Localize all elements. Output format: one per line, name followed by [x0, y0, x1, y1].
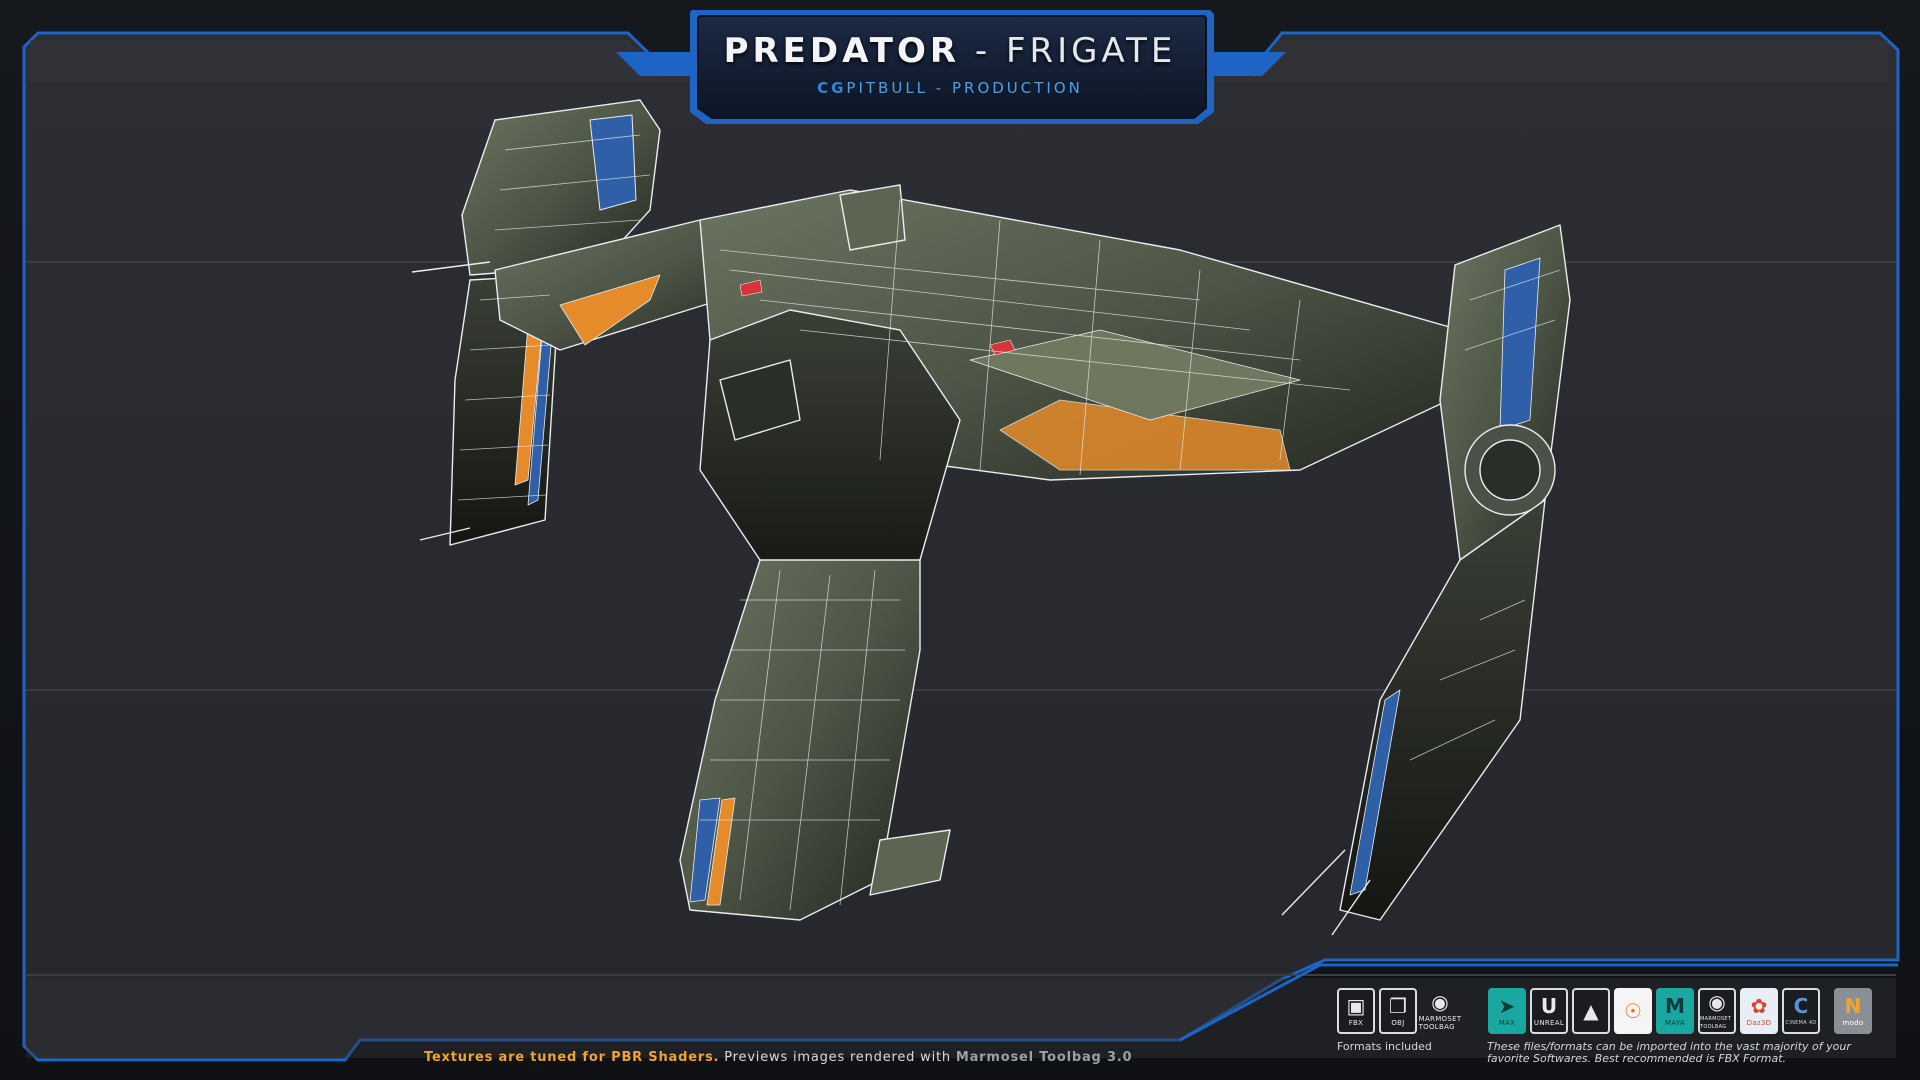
title-plate: PREDATOR - FRIGATE CGPITBULL - PRODUCTIO… [690, 8, 1210, 126]
page-subtitle: CGPITBULL - PRODUCTION [817, 79, 1083, 97]
blender-icon: ☉ [1614, 988, 1652, 1034]
software-compat-note: These files/formats can be imported into… [1487, 1040, 1851, 1065]
obj-file-icon: ❐OBJ [1379, 988, 1417, 1034]
title-ship-class: FRIGATE [1005, 31, 1177, 71]
page-title: PREDATOR - FRIGATE [724, 31, 1177, 71]
unity-icon: ▲ [1572, 988, 1610, 1034]
daz3d-icon: ✿Daz3D [1740, 988, 1778, 1034]
render-note: Textures are tuned for PBR Shaders. Prev… [424, 1050, 1132, 1065]
marmoset-icon: ◉MARMOSET TOOLBAG [1698, 988, 1736, 1034]
subtitle-brand-cg: CG [817, 79, 847, 97]
subtitle-brand-rest: PITBULL - PRODUCTION [846, 79, 1083, 97]
marmoset-toolbag-icon: ◉MARMOSET TOOLBAG [1418, 990, 1462, 1031]
3ds-max-icon: ➤MAX [1488, 988, 1526, 1034]
title-ship-name: PREDATOR [723, 31, 961, 71]
title-separator: - [960, 31, 1006, 71]
renderer-name: Marmosel Toolbag 3.0 [955, 1050, 1133, 1065]
fbx-file-icon: ▣FBX [1337, 988, 1375, 1034]
pbr-shader-note: Textures are tuned for PBR Shaders. [424, 1050, 720, 1065]
render-note-text: Previews images rendered with [719, 1050, 956, 1065]
formats-included-label: Formats included [1337, 1040, 1432, 1053]
